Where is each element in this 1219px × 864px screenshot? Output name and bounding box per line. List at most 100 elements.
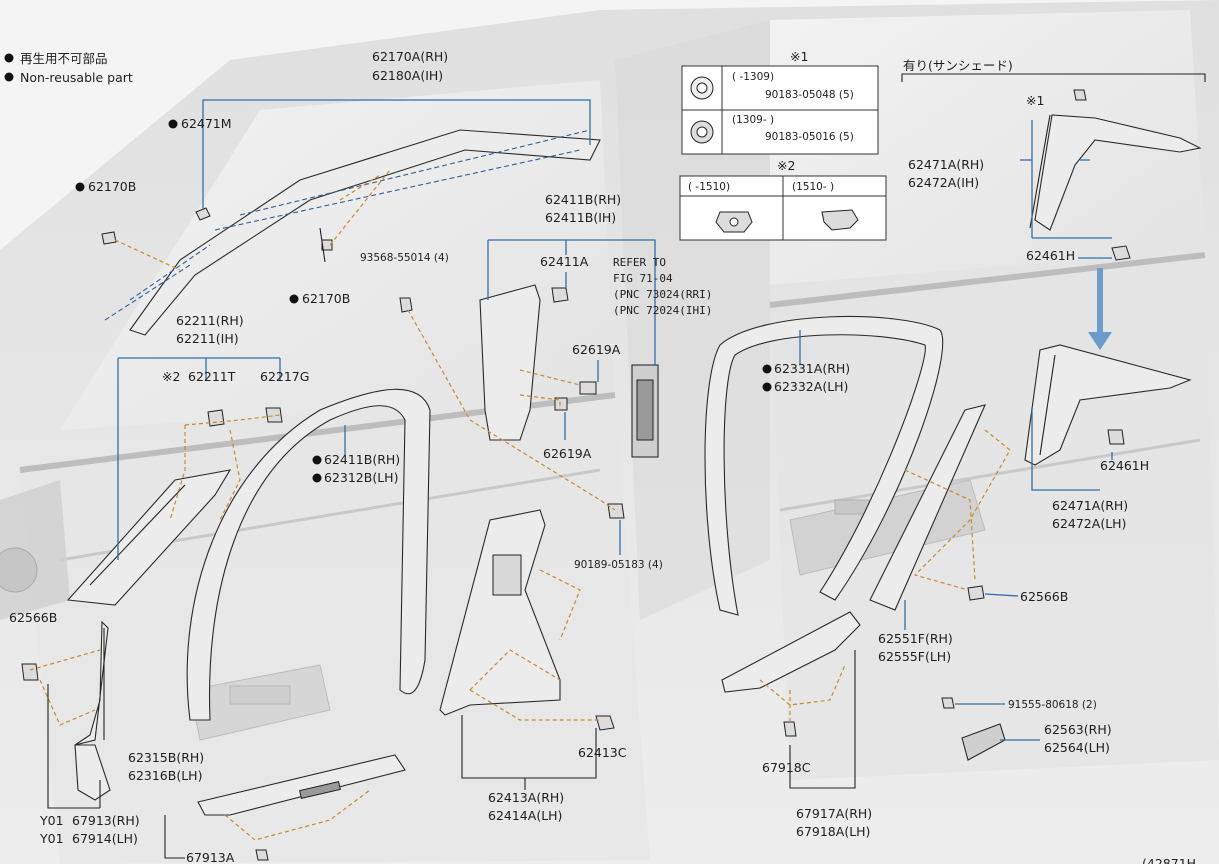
rear-door-pillar-garnish <box>869 404 986 611</box>
clip-62413c <box>595 715 615 731</box>
legend-ja: 再生用不可部品 <box>20 51 108 66</box>
clip-sunshade <box>1073 89 1087 101</box>
note-table-2 <box>679 175 887 241</box>
label-62332a: 62332A(LH) <box>774 379 848 394</box>
front-scuff-plate <box>197 754 406 816</box>
note1-row1-range: ( -1309) <box>732 71 774 83</box>
label-62170b-mid: 62170B <box>302 291 350 306</box>
label-62411b2-rh: 62411B(RH) <box>324 452 400 467</box>
note1-row2-part: 90183-05016 (5) <box>765 131 854 143</box>
refer-line1: REFER TO <box>613 256 666 269</box>
legend-dot-ja <box>4 53 14 63</box>
black-bracket-lines <box>47 227 856 859</box>
label-62211-rh: 62211(RH) <box>176 313 244 328</box>
label-67917a: 67917A(RH) <box>796 806 872 821</box>
clip-62461h-bot <box>1107 429 1125 445</box>
label-62461h-top: 62461H <box>1026 248 1075 263</box>
clip-icon-type-d <box>821 209 859 231</box>
rear-scuff-plate <box>721 611 861 693</box>
label-62471a-bot: 62471A(RH) <box>1052 498 1128 513</box>
sunshade-bracket <box>901 73 1206 82</box>
label-62413a: 62413A(RH) <box>488 790 564 805</box>
note2-col2: (1510- ) <box>792 181 834 193</box>
label-62471m: 62471M <box>181 116 232 131</box>
clip-icon-type-c <box>715 211 753 233</box>
note1-row1-part: 90183-05048 (5) <box>765 89 854 101</box>
seatbelt-guide <box>631 364 659 458</box>
clip-62461h-top <box>1111 245 1131 261</box>
label-67913a: 67913A <box>186 850 235 864</box>
rear-pillar-garnish-lower <box>1024 344 1192 466</box>
label-62315b: 62315B(RH) <box>128 750 204 765</box>
label-62411b-ih: 62411B(IH) <box>545 210 616 225</box>
figure-id: (42871H <box>1142 856 1196 864</box>
clip-icon-type-a <box>690 76 714 100</box>
note1-row2-range: (1309- ) <box>732 114 774 126</box>
label-90189: 90189-05183 (4) <box>574 559 663 571</box>
clip-90189 <box>607 503 625 519</box>
label-62170b-top: 62170B <box>88 179 136 194</box>
clip-62170b-top <box>101 231 117 245</box>
label-62472a-top: 62472A(IH) <box>908 175 979 190</box>
note1-mark: ※1 <box>790 49 808 64</box>
label-62211t: 62211T <box>188 369 236 384</box>
clip-62566b-left <box>21 663 39 681</box>
clip-62619a-bot <box>554 397 568 411</box>
front-door-upper-trim <box>66 469 232 606</box>
label-62566b-left: 62566B <box>9 610 57 625</box>
label-62564: 62564(LH) <box>1044 740 1110 755</box>
label-62414a: 62414A(LH) <box>488 808 562 823</box>
legend-en: Non-reusable part <box>20 70 133 85</box>
label-67918c: 67918C <box>762 760 811 775</box>
cowl-side-trim <box>74 620 111 801</box>
label-67918a: 67918A(LH) <box>796 824 870 839</box>
legend-dot-en <box>4 72 14 82</box>
a-pillar-garnish <box>104 129 601 336</box>
label-62217g: 62217G <box>260 369 309 384</box>
clip-67918c <box>783 721 797 737</box>
clip-62170b-mid <box>321 239 333 251</box>
refer-line4: (PNC 72024(IHI) <box>613 304 712 317</box>
label-62619a-top: 62619A <box>572 342 621 357</box>
clip-icon-type-b <box>690 120 714 144</box>
label-62471a-top: 62471A(RH) <box>908 157 984 172</box>
label-62411b-rh: 62411B(RH) <box>545 192 621 207</box>
note2-col1: ( -1510) <box>688 181 730 193</box>
screw-91555 <box>941 697 955 709</box>
front-door-weatherstrip <box>186 388 431 721</box>
label-62563: 62563(RH) <box>1044 722 1112 737</box>
label-62316b: 62316B(LH) <box>128 768 202 783</box>
clip-62211t <box>207 409 225 427</box>
label-62211-ih: 62211(IH) <box>176 331 239 346</box>
clip-62411a <box>551 287 569 303</box>
label-62411a: 62411A <box>540 254 589 269</box>
label-y01-b: Y01 <box>39 831 64 846</box>
label-y01-a: Y01 <box>39 813 64 828</box>
label-62472a-bot: 62472A(LH) <box>1052 516 1126 531</box>
clip-67913a <box>255 849 269 861</box>
rear-pillar-garnish-upper <box>1029 114 1202 231</box>
refer-line3: (PNC 73024(RRI) <box>613 288 712 301</box>
label-91555: 91555-80618 (2) <box>1008 699 1097 711</box>
label-mark2: ※2 <box>162 369 180 384</box>
label-62555f: 62555F(LH) <box>878 649 951 664</box>
screw-93568 <box>399 297 413 313</box>
sunshade-label: 有り(サンシェード) <box>903 58 1013 73</box>
label-67914-lh: 67914(LH) <box>72 831 138 846</box>
label-62413c: 62413C <box>578 745 627 760</box>
label-67913-rh: 67913(RH) <box>72 813 140 828</box>
clip-62566b-right <box>967 585 985 601</box>
label-62312b-lh: 62312B(LH) <box>324 470 398 485</box>
clip-62619a-top <box>579 381 597 395</box>
label-62461h-bot: 62461H <box>1100 458 1149 473</box>
label-62619a-bot: 62619A <box>543 446 592 461</box>
center-pillar-upper <box>479 284 541 441</box>
refer-line2: FIG 71-04 <box>613 272 673 285</box>
orange-connection-lines <box>29 169 1011 841</box>
fasteners <box>21 89 1131 861</box>
blue-leader-lines <box>117 99 1113 741</box>
sunshade-mark: ※1 <box>1026 93 1044 108</box>
